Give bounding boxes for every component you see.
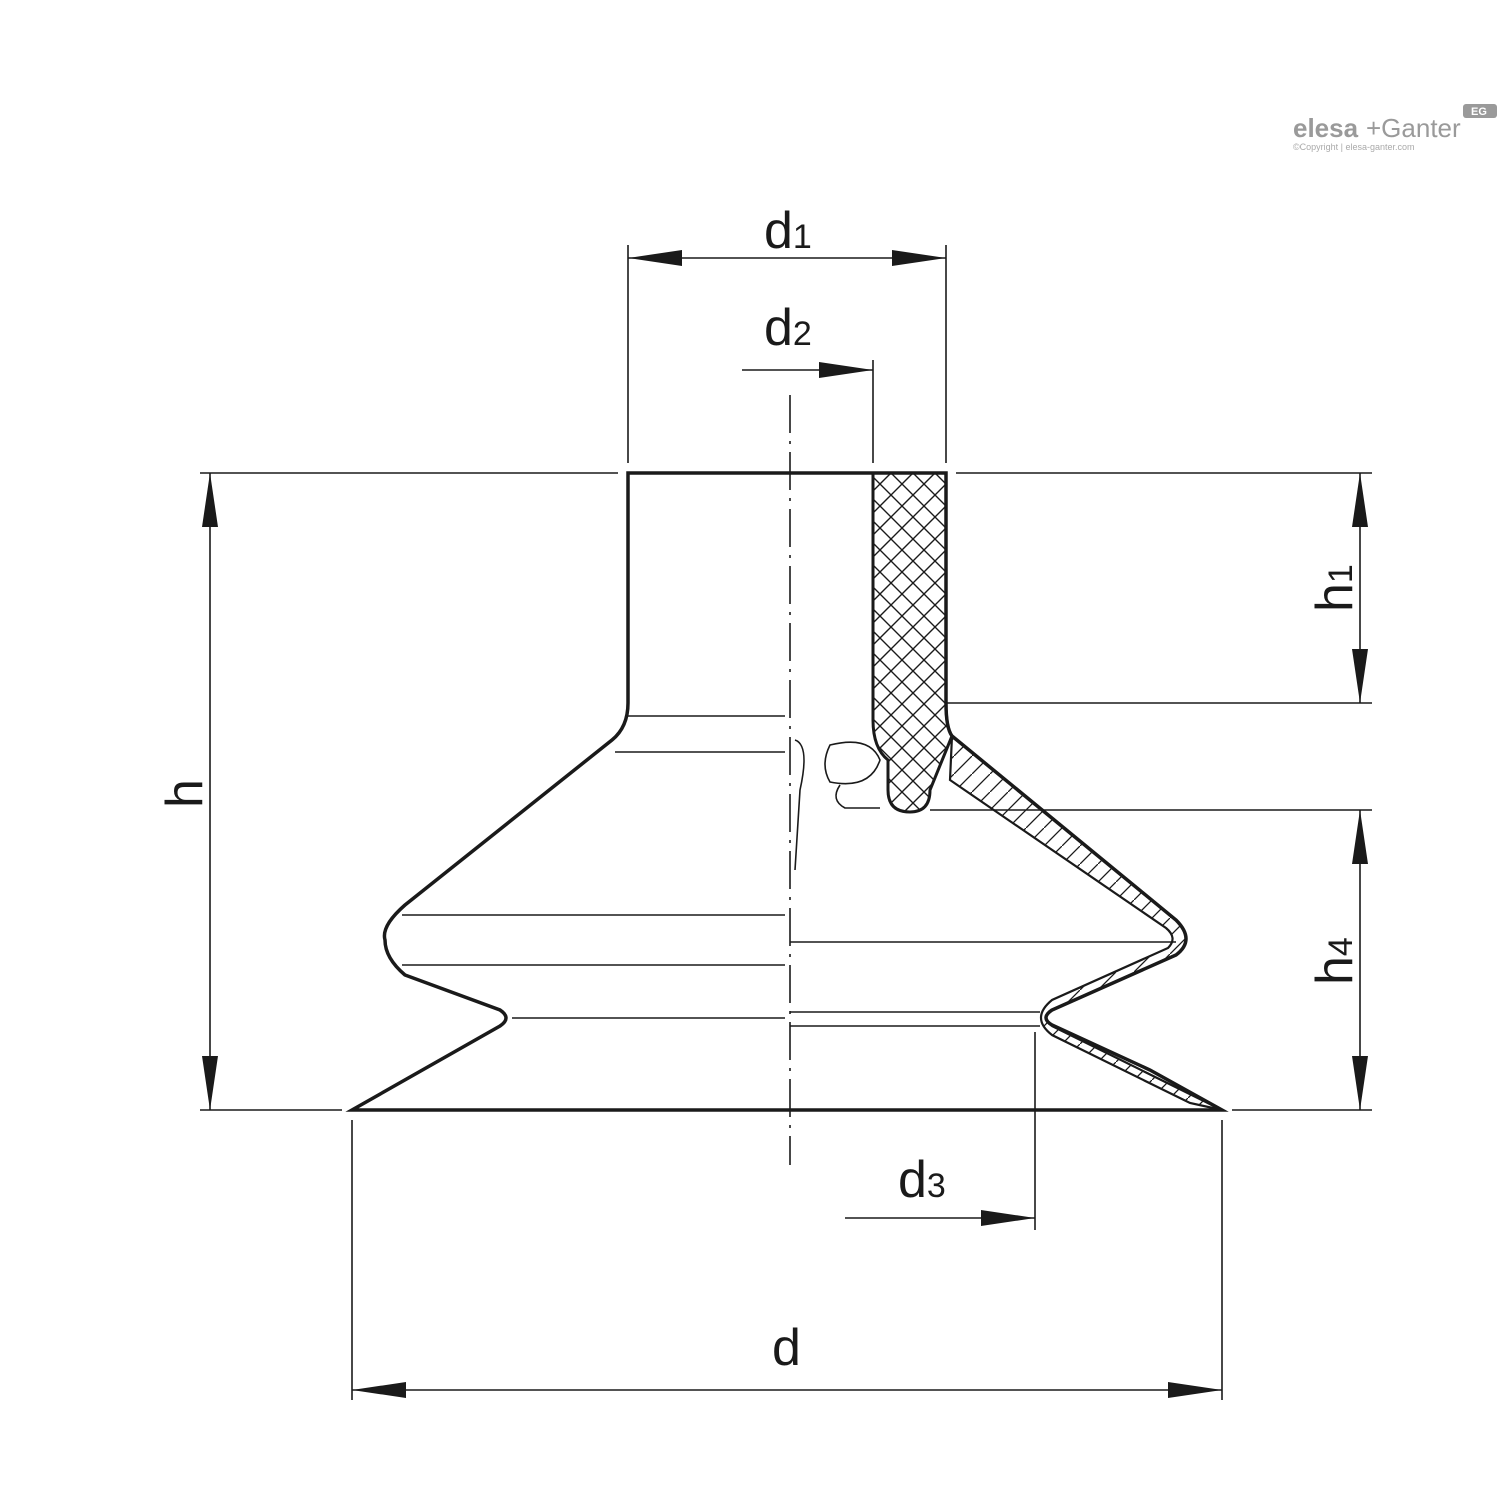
dimension-lines <box>202 250 1368 1398</box>
label-d1: d1 <box>764 202 812 260</box>
brand-badge: EG <box>1471 106 1487 118</box>
svg-text:h1: h1 <box>1306 564 1364 612</box>
brand-logo: elesa +Ganter EG ©Copyright | elesa-gant… <box>1293 104 1497 152</box>
svg-text:h4: h4 <box>1306 937 1364 985</box>
sectioned-wall-neck <box>871 471 954 814</box>
brand-name-part1: elesa <box>1293 113 1359 143</box>
label-d3: d3 <box>898 1151 946 1209</box>
label-d: d <box>772 1319 801 1377</box>
sectioned-wall-bellows <box>948 733 1223 1112</box>
brand-name-part2: +Ganter <box>1366 113 1461 143</box>
label-h: h <box>156 779 214 808</box>
label-h1: h1 <box>1306 564 1364 612</box>
brand-badge-shape <box>1463 104 1497 118</box>
svg-text:d: d <box>772 1319 801 1377</box>
svg-text:h: h <box>156 779 214 808</box>
suction-cup-outline <box>345 471 1229 1112</box>
label-h4: h4 <box>1306 937 1364 985</box>
copyright-text: ©Copyright | elesa-ganter.com <box>1293 142 1415 152</box>
label-d2: d2 <box>764 299 812 357</box>
svg-text:d1: d1 <box>764 202 812 260</box>
svg-text:d2: d2 <box>764 299 812 357</box>
extension-lines <box>200 245 1372 1400</box>
contour-lines <box>402 715 1176 1027</box>
svg-text:d3: d3 <box>898 1151 946 1209</box>
